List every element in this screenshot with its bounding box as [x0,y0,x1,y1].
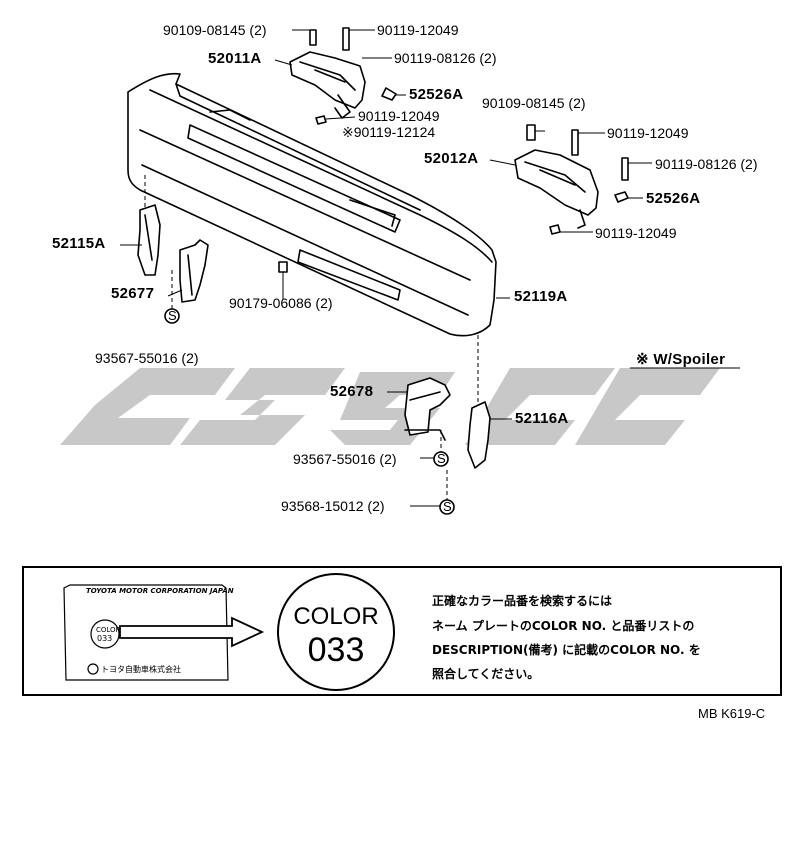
plate-color-value: 033 [97,634,113,643]
label-52678: 52678 [330,383,374,400]
label-90119-12124-spoiler: ※90119-12124 [342,124,436,140]
diagram-code: MB K619-C [698,706,766,721]
label-90119-12049-top-left: 90119-12049 [377,22,459,38]
plate-color-label: COLOR [96,626,121,634]
color-circle-value: 033 [307,631,365,669]
stay-52115A [137,204,161,276]
watermark-logo [60,368,720,445]
label-93567-55016-left: 93567-55016 (2) [95,350,199,366]
bracket-52011A [289,51,366,119]
label-52119A: 52119A [514,288,568,305]
label-52677: 52677 [111,285,155,302]
s-letter-left: S [168,308,177,323]
label-90119-12049-bottom-right: 90119-12049 [595,225,677,241]
stay-52116A [467,401,491,469]
color-info-box [22,566,782,696]
instruction-line-1: 正確なカラー品番を検索するには [432,594,613,608]
retainer-52678 [404,377,451,441]
bracket-52012A [514,149,599,229]
plate-maker: トヨタ自動車株式会社 [101,665,181,674]
label-90179-06086: 90179-06086 (2) [229,295,333,311]
label-90119-08126-right: 90119-08126 (2) [655,156,758,172]
fasteners [278,27,629,273]
label-90109-08145-right: 90109-08145 (2) [482,95,586,111]
s-letter-mid: S [437,451,446,466]
label-93567-55016-right: 93567-55016 (2) [293,451,397,467]
spoiler-note: ※ W/Spoiler [636,351,726,368]
arrow-to-color [119,616,265,648]
plate-header: TOYOTA MOTOR CORPORATION JAPAN [86,587,234,595]
label-52012A: 52012A [424,150,479,167]
color-circle [277,573,395,691]
label-90119-12049-mid-left: 90119-12049 [358,108,440,124]
name-plate [63,584,229,681]
label-90119-12049-top-right: 90119-12049 [607,125,689,141]
label-90109-08145-left: 90109-08145 (2) [163,22,267,38]
label-93568-15012: 93568-15012 (2) [281,498,385,514]
label-52116A: 52116A [515,410,569,427]
label-52115A: 52115A [52,235,106,252]
instruction-line-4: 照合してください。 [432,667,540,681]
label-52526A-left: 52526A [409,86,464,103]
label-52011A: 52011A [208,50,262,67]
leader-lines [120,29,740,507]
instruction-line-3: DESCRIPTION(備考) に記載のCOLOR NO. を [432,643,701,657]
retainer-52677 [179,239,209,303]
s-letter-bottom: S [443,499,452,514]
color-circle-label: COLOR [293,603,379,630]
instruction-line-2: ネーム プレートのCOLOR NO. と品番リストの [432,619,695,633]
label-52526A-right: 52526A [646,190,701,207]
bumper-cover-52119A [127,72,497,337]
label-90119-08126-left: 90119-08126 (2) [394,50,497,66]
